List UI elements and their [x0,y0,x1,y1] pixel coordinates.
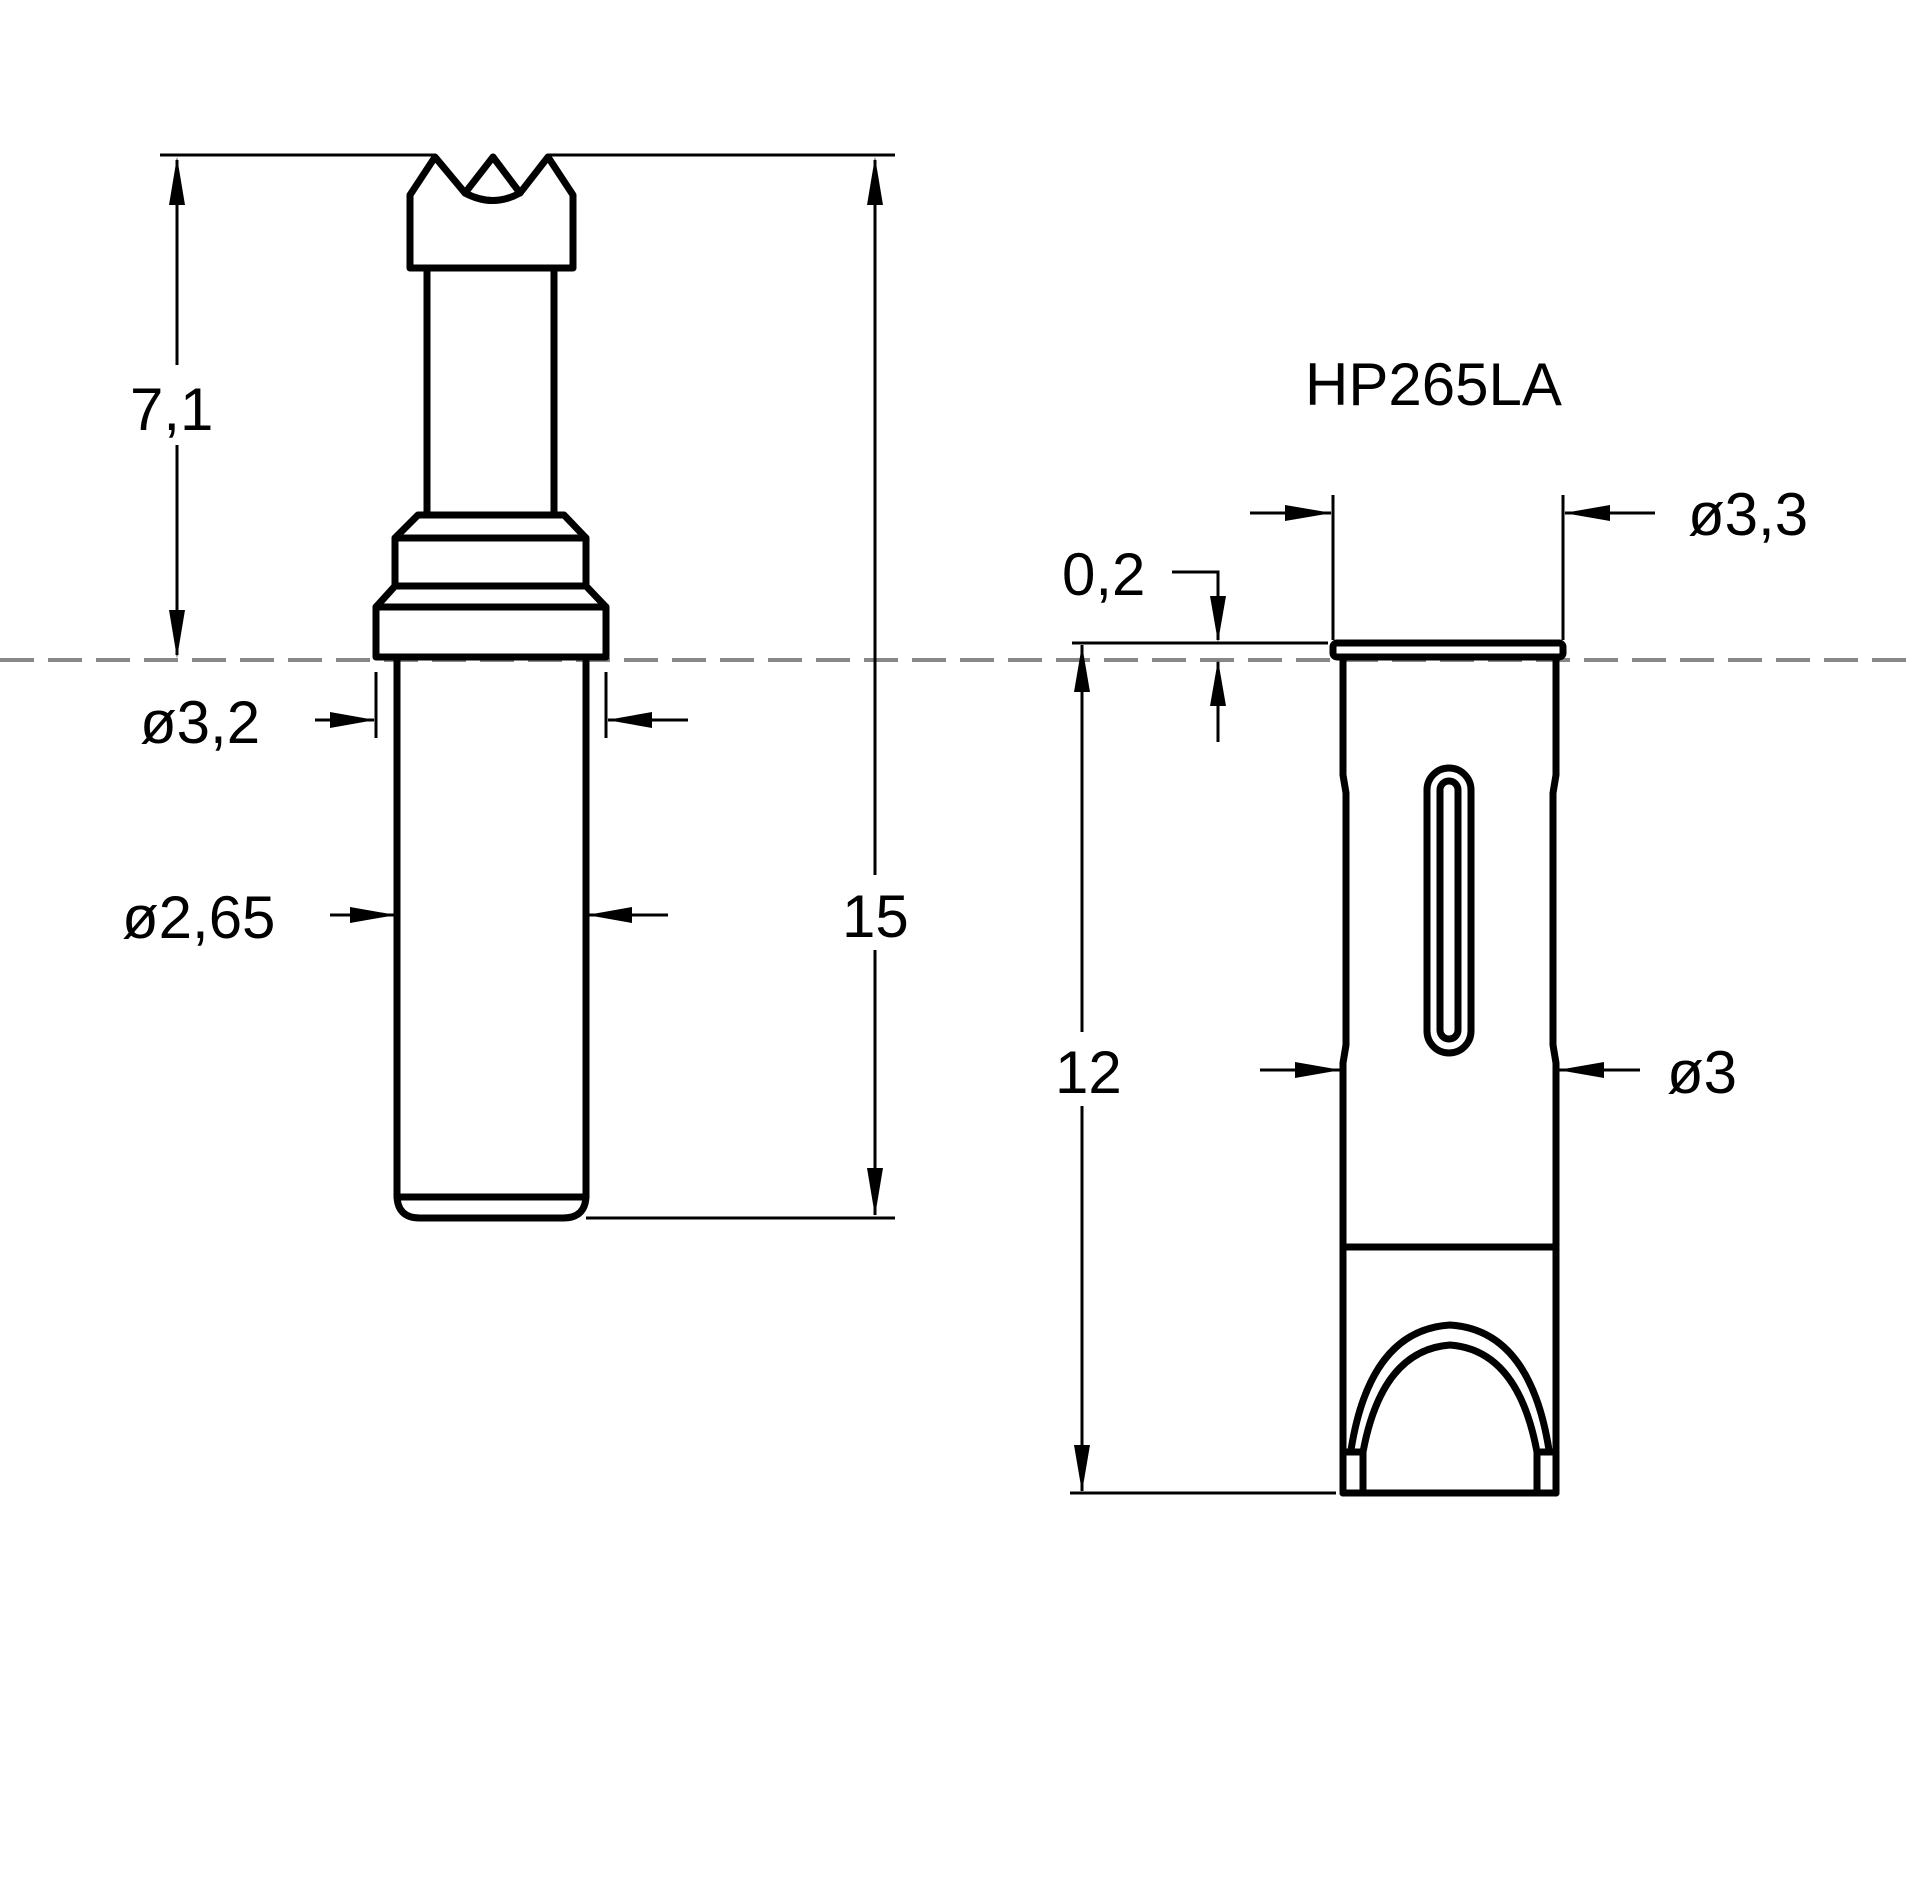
arrow-right-icon [350,907,396,923]
pin-dimensions: 7,1 15 ø3,2 ø2,65 [122,153,909,1220]
arrow-left-icon [1564,505,1610,521]
arch-inner [1359,1341,1541,1497]
arrow-right-icon [1295,1062,1341,1078]
dim-0-2-leader [1172,570,1220,640]
dim-shaft-diameter: ø2,65 [122,884,275,951]
arrow-down-icon [867,1168,883,1216]
slot-inner [1436,777,1462,1043]
crown-tip [406,153,577,272]
body-right-edge [1549,653,1560,1497]
lower-collar [372,582,610,661]
arrow-left-icon [607,712,652,728]
upper-collar [391,511,590,590]
crown-arc [461,189,524,204]
dim-body-height: 12 [1055,1039,1122,1106]
shaft [393,653,590,1222]
dim-flange-thickness: 0,2 [1062,541,1145,608]
arrow-down-icon [1074,1445,1090,1492]
flange [1329,639,1567,661]
socket-dimensions: ø3,3 0,2 12 ø3 [1055,481,1808,1495]
arrow-right-icon [330,712,375,728]
dim-upper-height: 7,1 [130,376,213,443]
slot-outer [1423,764,1475,1057]
arrow-up-icon [1210,660,1226,706]
arrow-left-icon [1558,1062,1604,1078]
socket-part [1329,639,1567,1497]
body-left-edge [1339,653,1350,1497]
dim-flange-diameter: ø3,3 [1688,481,1808,548]
pin-part [372,153,610,1222]
arrow-right-icon [1285,505,1332,521]
dim-body-diameter: ø3 [1667,1039,1737,1106]
arch-outer [1347,1321,1553,1454]
arrow-down-icon [1210,596,1226,642]
arrow-up-icon [867,157,883,205]
arrow-down-icon [169,610,185,658]
dim-total-height: 15 [842,883,909,950]
arrow-up-icon [1074,645,1090,692]
arrow-left-icon [587,907,632,923]
arrow-up-icon [169,157,185,205]
part-title: HP265LA [1305,351,1562,418]
dim-collar-diameter: ø3,2 [140,689,260,756]
